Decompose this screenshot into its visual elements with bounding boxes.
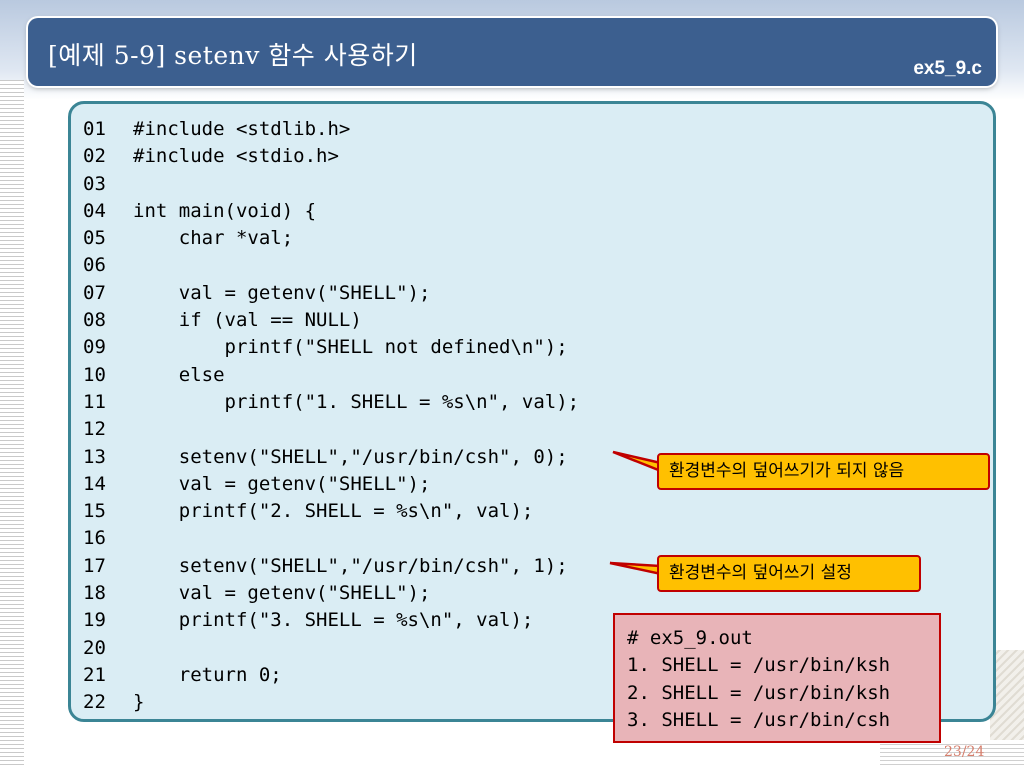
code-text: #include <stdlib.h> bbox=[133, 118, 351, 140]
page-number: 23/24 bbox=[944, 744, 985, 760]
code-text: printf("3. SHELL = %s\n", val); bbox=[133, 609, 534, 632]
code-text: setenv("SHELL","/usr/bin/csh", 0); bbox=[133, 445, 568, 468]
code-text: if (val == NULL) bbox=[133, 309, 362, 332]
code-line: 11 printf("1. SHELL = %s\n", val); bbox=[83, 389, 579, 416]
code-line: 12 bbox=[83, 416, 579, 443]
code-text: printf("2. SHELL = %s\n", val); bbox=[133, 500, 534, 523]
line-number: 04 bbox=[83, 199, 106, 222]
code-line: 03 bbox=[83, 171, 579, 198]
code-text: val = getenv("SHELL"); bbox=[133, 582, 431, 605]
line-number: 13 bbox=[83, 445, 106, 468]
slide-title: [예제 5-9] setenv 함수 사용하기 bbox=[48, 41, 418, 70]
callout-no-overwrite: 환경변수의 덮어쓰기가 되지 않음 bbox=[657, 453, 990, 490]
callout-overwrite: 환경변수의 덮어쓰기 설정 bbox=[657, 555, 921, 592]
slide-title-bar: [예제 5-9] setenv 함수 사용하기 ex5_9.c bbox=[28, 18, 996, 86]
code-text: return 0; bbox=[133, 663, 282, 686]
code-line: 14 val = getenv("SHELL"); bbox=[83, 471, 579, 498]
code-line: 20 bbox=[83, 635, 579, 662]
line-number: 21 bbox=[83, 663, 106, 686]
decorative-stripes-left bbox=[0, 80, 24, 768]
line-number: 20 bbox=[83, 636, 106, 659]
line-number: 18 bbox=[83, 582, 106, 605]
line-number: 10 bbox=[83, 363, 106, 386]
output-line: # ex5_9.out bbox=[627, 627, 753, 649]
code-line: 21 return 0; bbox=[83, 662, 579, 689]
program-output-box: # ex5_9.out 1. SHELL = /usr/bin/ksh 2. S… bbox=[613, 613, 941, 743]
code-line: 08 if (val == NULL) bbox=[83, 307, 579, 334]
line-number: 05 bbox=[83, 227, 106, 250]
source-file-name: ex5_9.c bbox=[913, 58, 982, 79]
output-line: 2. SHELL = /usr/bin/ksh bbox=[627, 681, 891, 704]
decorative-stripes-bottom bbox=[880, 744, 1024, 768]
code-line: 13 setenv("SHELL","/usr/bin/csh", 0); bbox=[83, 444, 579, 471]
line-number: 06 bbox=[83, 254, 106, 277]
code-text: else bbox=[133, 363, 225, 386]
output-line: 1. SHELL = /usr/bin/ksh bbox=[627, 654, 891, 677]
line-number: 15 bbox=[83, 500, 106, 523]
line-number: 17 bbox=[83, 554, 106, 577]
output-line: 3. SHELL = /usr/bin/csh bbox=[627, 708, 891, 731]
code-line: 19 printf("3. SHELL = %s\n", val); bbox=[83, 607, 579, 634]
line-number: 09 bbox=[83, 336, 106, 359]
code-text: printf("SHELL not defined\n"); bbox=[133, 336, 568, 359]
code-text: int main(void) { bbox=[133, 199, 317, 222]
code-line: 22} bbox=[83, 689, 579, 716]
code-text: val = getenv("SHELL"); bbox=[133, 472, 431, 495]
line-number: 08 bbox=[83, 309, 106, 332]
code-text: setenv("SHELL","/usr/bin/csh", 1); bbox=[133, 554, 568, 577]
code-text: char *val; bbox=[133, 227, 294, 250]
line-number: 03 bbox=[83, 172, 106, 195]
code-text: #include <stdio.h> bbox=[133, 145, 339, 168]
code-text: } bbox=[133, 691, 145, 714]
code-line: 18 val = getenv("SHELL"); bbox=[83, 580, 579, 607]
code-line: 15 printf("2. SHELL = %s\n", val); bbox=[83, 498, 579, 525]
code-text: printf("1. SHELL = %s\n", val); bbox=[133, 390, 580, 413]
line-number: 16 bbox=[83, 527, 106, 550]
code-line: 09 printf("SHELL not defined\n"); bbox=[83, 334, 579, 361]
code-line: 06 bbox=[83, 252, 579, 279]
line-number: 07 bbox=[83, 281, 106, 304]
code-listing: 01 #include <stdlib.h> 02 #include <stdio.… bbox=[83, 116, 579, 717]
code-line: 07 val = getenv("SHELL"); bbox=[83, 280, 579, 307]
code-line: 17 setenv("SHELL","/usr/bin/csh", 1); bbox=[83, 553, 579, 580]
line-number: 22 bbox=[83, 691, 106, 714]
code-line: 16 bbox=[83, 525, 579, 552]
code-line: 04 int main(void) { bbox=[83, 198, 579, 225]
code-line: 05 char *val; bbox=[83, 225, 579, 252]
line-number: 14 bbox=[83, 472, 106, 495]
code-line: 02 #include <stdio.h> bbox=[83, 143, 579, 170]
line-number: 19 bbox=[83, 609, 106, 632]
line-number: 11 bbox=[83, 390, 106, 413]
code-line: 01 #include <stdlib.h> bbox=[83, 116, 579, 143]
code-line: 10 else bbox=[83, 362, 579, 389]
line-number: 01 bbox=[83, 118, 106, 140]
code-text: val = getenv("SHELL"); bbox=[133, 281, 431, 304]
line-number: 02 bbox=[83, 145, 106, 168]
line-number: 12 bbox=[83, 418, 106, 441]
